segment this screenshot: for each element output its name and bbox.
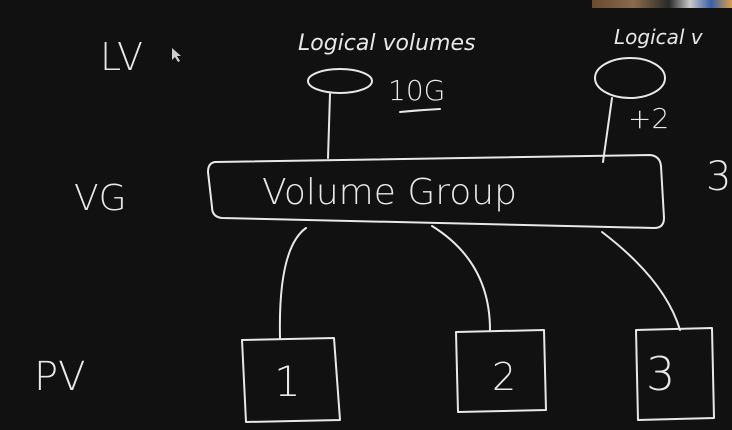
physical-volume-3-label: 3 xyxy=(646,347,675,401)
pv-row-label: PV xyxy=(34,354,85,400)
cursor-icon xyxy=(172,48,181,62)
volume-group-label: Volume Group xyxy=(262,172,517,213)
physical-volume-3 xyxy=(635,327,715,421)
logical-volume-1 xyxy=(307,68,373,94)
vg-row-label: VG xyxy=(74,178,127,219)
physical-volume-1 xyxy=(241,337,341,423)
logical-volumes-label-2: Logical v xyxy=(614,25,704,49)
lv1-to-vg-line xyxy=(327,93,331,159)
volume-group-box xyxy=(207,154,665,229)
lv2-to-vg-line xyxy=(602,97,613,163)
physical-volume-2-label: 2 xyxy=(492,355,516,399)
webcam-thumbnail xyxy=(592,0,732,8)
size-underline xyxy=(399,108,441,113)
lv-row-label: LV xyxy=(100,35,143,79)
vg-to-pv3-line xyxy=(601,231,681,331)
physical-volume-2 xyxy=(455,329,547,413)
physical-volume-1-label: 1 xyxy=(274,357,301,406)
logical-volume-2 xyxy=(594,57,666,99)
edge-number: 3 xyxy=(706,154,731,200)
vg-to-pv1-line xyxy=(278,227,307,339)
logical-volume-1-size: 10G xyxy=(388,74,445,107)
logical-volumes-label: Logical volumes xyxy=(298,31,475,56)
vg-to-pv2-line xyxy=(431,225,491,331)
logical-volume-2-size: +2 xyxy=(628,102,669,135)
